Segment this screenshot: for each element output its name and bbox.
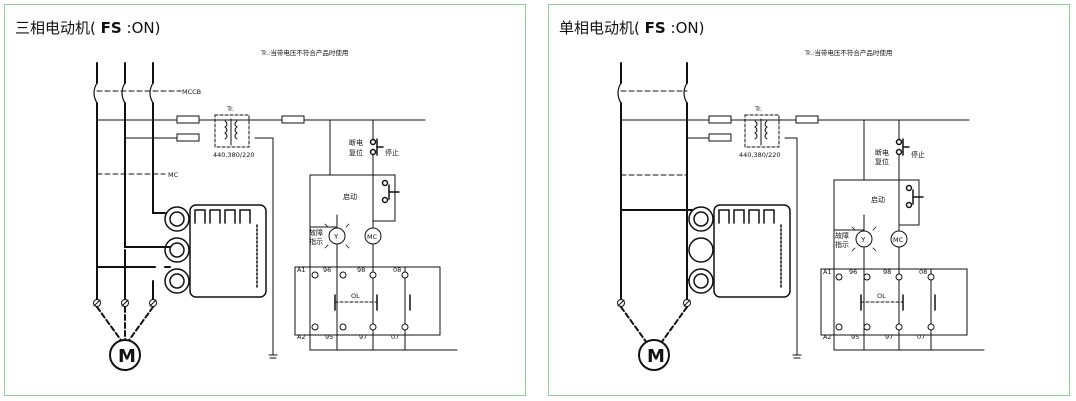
terminal-07: 07 xyxy=(917,333,925,341)
terminal-97: 97 xyxy=(359,333,367,341)
transformer-label: Tr. xyxy=(754,105,762,113)
reset-label-2: 复位 xyxy=(875,157,889,166)
panel-three-phase: 三相电动机( FS :ON) Tr.:当带电压不符合产品时使用 MCCB Tr.… xyxy=(4,4,526,396)
transformer-label: Tr. xyxy=(226,105,234,113)
relay-terminals xyxy=(311,271,409,331)
terminal-95: 95 xyxy=(851,333,859,341)
ol-contacts xyxy=(860,294,936,311)
fault-label-2: 指示 xyxy=(309,237,323,246)
title-on: ON xyxy=(675,19,699,37)
breaker xyxy=(617,62,688,306)
mc-label: MC xyxy=(168,171,179,179)
start-label: 启动 xyxy=(343,192,357,201)
mc-coil xyxy=(364,227,382,245)
transformer xyxy=(744,114,780,148)
panel-title: 单相电动机( FS :ON) xyxy=(559,19,705,37)
lamp-label: Y xyxy=(860,236,866,244)
relay-terminals xyxy=(835,273,935,331)
three-phase-wiring-diagram: Tr.:当带电压不符合产品时使用 MCCB Tr. 440,380/220 xyxy=(93,48,458,371)
note-text: Tr.:当带电压不符合产品时使用 xyxy=(804,48,892,57)
terminal-95: 95 xyxy=(325,333,333,341)
mccb-breaker xyxy=(93,62,182,186)
reset-label-2: 复位 xyxy=(349,148,363,157)
fault-label-1: 故障 xyxy=(835,231,849,240)
motor-symbol xyxy=(109,339,141,371)
stop-switch xyxy=(369,138,384,156)
stop-label: 停止 xyxy=(911,150,925,159)
lamp-label: Y xyxy=(333,233,339,241)
terminal-08: 08 xyxy=(919,268,927,276)
terminal-08: 08 xyxy=(393,266,401,274)
fault-lamp xyxy=(328,227,346,245)
ol-contacts xyxy=(334,294,411,311)
panel-single-phase: 单相电动机( FS :ON) Tr.:当带电压不符合产品时使用 Tr. 440,… xyxy=(548,4,1070,396)
ol-label: OL xyxy=(351,292,360,300)
start-switch xyxy=(905,184,924,209)
voltage-label: 440,380/220 xyxy=(739,151,780,159)
terminal-96: 96 xyxy=(849,268,857,276)
coil-label: MC xyxy=(893,236,904,244)
mc-contactor xyxy=(96,164,166,184)
fault-label-1: 故障 xyxy=(309,228,323,237)
protection-relay xyxy=(688,204,791,298)
single-phase-wiring-diagram: Tr.:当带电压不符合产品时使用 Tr. 440,380/220 xyxy=(617,48,985,371)
voltage-label: 440,380/220 xyxy=(213,151,254,159)
motor-symbol xyxy=(638,339,670,371)
title-on: ON xyxy=(131,19,155,37)
terminal-a2: A2 xyxy=(823,333,832,341)
terminal-a2: A2 xyxy=(297,333,306,341)
note-text: Tr.:当带电压不符合产品时使用 xyxy=(260,48,348,57)
terminal-98: 98 xyxy=(357,266,365,274)
title-fs: FS xyxy=(644,19,666,37)
title-text: 单相电动机 xyxy=(559,19,635,37)
coil-label: MC xyxy=(367,233,378,241)
start-label: 启动 xyxy=(871,195,885,204)
stop-label: 停止 xyxy=(385,148,399,157)
reset-label-1: 断电 xyxy=(349,138,363,147)
reset-label-1: 断电 xyxy=(875,148,889,157)
terminal-07: 07 xyxy=(391,333,399,341)
title-text: 三相电动机 xyxy=(15,19,91,37)
mc-coil xyxy=(890,230,908,248)
mccb-label: MCCB xyxy=(182,88,201,96)
terminal-a1: A1 xyxy=(823,268,832,276)
fault-label-2: 指示 xyxy=(835,240,849,249)
fault-lamp xyxy=(855,230,873,248)
terminal-97: 97 xyxy=(885,333,893,341)
start-switch xyxy=(381,179,400,204)
stop-switch xyxy=(895,138,910,156)
mc-contactor xyxy=(620,164,688,186)
motor-label: M xyxy=(647,346,665,367)
title-fs: FS xyxy=(100,19,122,37)
terminal-96: 96 xyxy=(323,266,331,274)
terminal-a1: A1 xyxy=(297,266,306,274)
ol-label: OL xyxy=(877,292,886,300)
protection-relay xyxy=(164,204,267,298)
motor-label: M xyxy=(118,346,136,367)
panel-title: 三相电动机( FS :ON) xyxy=(15,19,161,37)
transformer xyxy=(214,114,250,148)
terminal-98: 98 xyxy=(883,268,891,276)
